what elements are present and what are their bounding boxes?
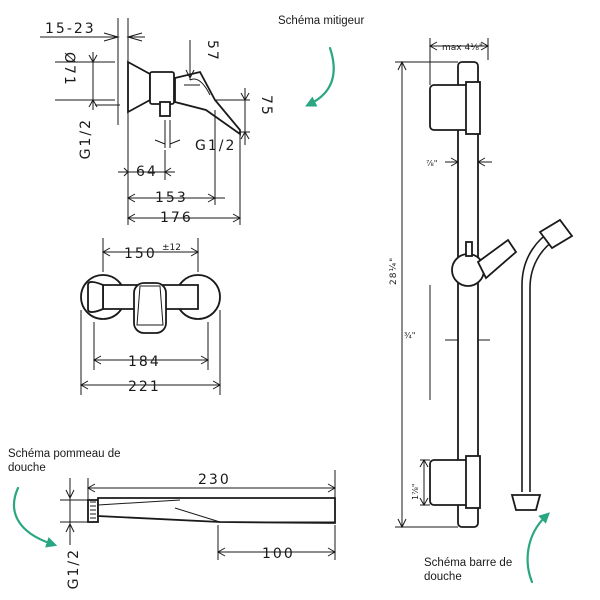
dim-230: 230: [198, 472, 231, 488]
dim-64: 64: [136, 164, 158, 180]
dim-g12-shower: G1/2: [66, 548, 82, 589]
dim-15-23: 15-23: [45, 21, 96, 37]
caption-hand-shower-line2: douche: [8, 462, 46, 474]
hand-shower-drawing: [60, 470, 337, 560]
arrow-hand-shower-icon: [13, 486, 58, 548]
dim-150: 150: [124, 246, 157, 262]
dim-3-4: ¾": [404, 331, 415, 340]
dim-diameter-71: Ø71: [61, 52, 77, 87]
dim-221: 221: [128, 379, 161, 395]
arrow-mixer-icon: [305, 46, 335, 107]
caption-mixer: Schéma mitigeur: [278, 15, 364, 27]
dim-28-1-4: 28¼": [389, 257, 399, 285]
dim-57: 57: [204, 40, 220, 62]
dim-1-7-8: 1⅞": [411, 483, 420, 500]
dim-184: 184: [128, 354, 161, 370]
dim-g12-right: G1/2: [195, 138, 236, 154]
mixer-front-view: [79, 238, 222, 395]
caption-rail-line1: Schéma barre de: [424, 557, 512, 569]
dim-75: 75: [258, 95, 274, 117]
mixer-side-view: [40, 18, 250, 225]
caption-rail-line2: douche: [424, 571, 462, 583]
shower-rail-drawing: [395, 38, 574, 529]
arrow-rail-icon: [526, 512, 550, 584]
dim-153: 153: [155, 190, 188, 206]
dim-g12-left: G1/2: [78, 118, 94, 159]
dim-150-tolerance: ±12: [162, 243, 181, 253]
caption-hand-shower-line1: Schéma pommeau de: [8, 448, 121, 460]
dim-100: 100: [262, 546, 295, 562]
dim-176: 176: [160, 210, 193, 226]
dim-max-4-1-8: max 4⅛": [442, 43, 483, 53]
dim-7-8: ⅞": [426, 159, 437, 168]
